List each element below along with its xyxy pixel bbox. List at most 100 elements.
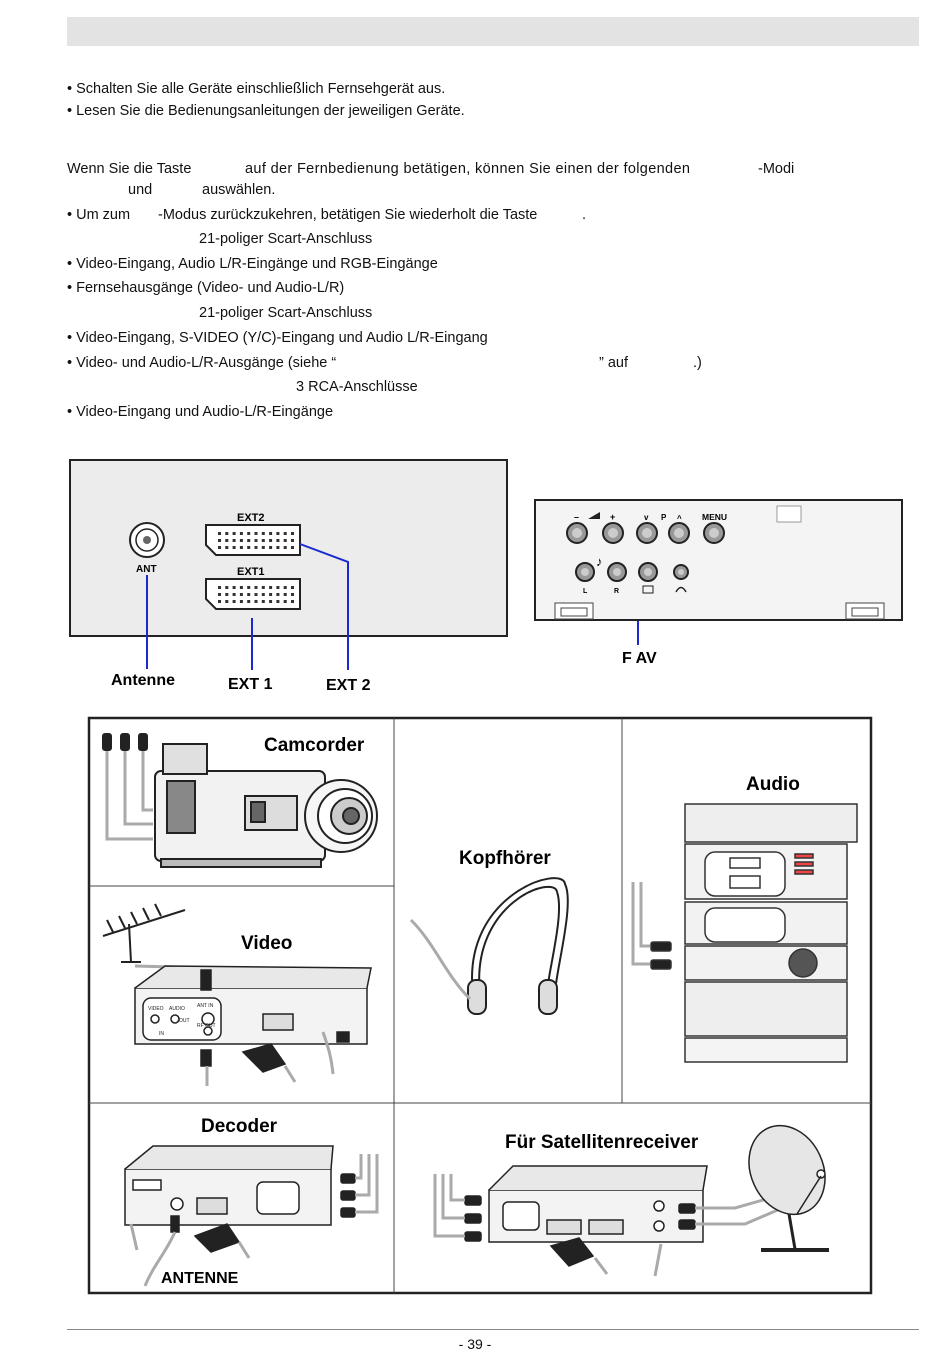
scart-pin — [283, 586, 287, 589]
satellite-label: Für Satellitenreceiver — [505, 1132, 699, 1153]
scart-pin — [261, 586, 265, 589]
scart-pin — [225, 532, 229, 535]
vcr-out-label: OUT — [179, 1018, 190, 1024]
btn-p-label: P — [661, 513, 667, 522]
headphones-icon — [409, 877, 569, 1015]
antenna-socket-icon — [129, 522, 165, 558]
scart-pin — [283, 593, 287, 596]
scart-pin — [276, 600, 280, 603]
ext1-heading: 21-poliger Scart-Anschluss — [199, 231, 373, 247]
scart-pin — [239, 586, 243, 589]
scart-pin — [232, 539, 236, 542]
scart-pin — [269, 600, 273, 603]
scart-pin — [291, 532, 294, 535]
scart-pin — [291, 539, 294, 542]
scart-pin — [261, 532, 265, 535]
scart-pin — [218, 600, 221, 603]
scart-pin — [291, 600, 294, 603]
btn-menu-label: MENU — [702, 512, 727, 522]
volume-icon — [588, 512, 600, 519]
scart-pin — [276, 532, 280, 535]
btn-down-label: v — [644, 513, 649, 522]
scart-pin — [247, 586, 251, 589]
vcr-in-label: IN — [159, 1031, 164, 1037]
scart-pin — [261, 539, 265, 542]
scart-pin — [247, 539, 251, 542]
footer-divider — [67, 1329, 919, 1330]
jack-r-label: R — [614, 588, 619, 595]
ext1-callout: EXT 1 — [228, 676, 273, 693]
scart-pin — [239, 593, 243, 596]
satellite-receiver-icon — [433, 1124, 829, 1277]
decoder-label: Decoder — [201, 1116, 278, 1137]
btn-minus-label: – — [574, 512, 579, 522]
intro-text-d: und — [128, 182, 153, 198]
scart-pin — [269, 539, 273, 542]
devices-grid: Camcorder Audio — [87, 716, 873, 1295]
scart-pin — [276, 546, 280, 549]
vcr-ant-in-label: ANT IN — [197, 1003, 214, 1009]
scart-pin — [247, 532, 251, 535]
scart-pin — [254, 600, 258, 603]
ext1-item-2: • Fernsehausgänge (Video- und Audio-L/R) — [67, 280, 345, 296]
scart-pin — [218, 539, 221, 542]
rear-panel-diagram: ANT EXT2 EXT1 Antenne EXT 1 EXT 2 — [69, 459, 508, 694]
vcr-rf-out-label: RF OUT — [197, 1023, 216, 1029]
intro-text-a: Wenn Sie die Taste — [67, 161, 192, 177]
scart-pin — [261, 600, 265, 603]
scart-pin — [232, 546, 236, 549]
scart-pin — [239, 600, 243, 603]
scart-pin — [247, 546, 251, 549]
scart-pin — [225, 593, 229, 596]
antenne-callout: Antenne — [111, 672, 175, 689]
fav-heading: 3 RCA-Anschlüsse — [296, 379, 418, 395]
satellite-dish-icon — [748, 1124, 829, 1252]
camcorder-icon — [102, 733, 378, 868]
scart-pin — [218, 546, 221, 549]
audio-system-icon — [631, 803, 858, 1063]
fav-callout: F AV — [622, 650, 657, 667]
music-note-icon: ♪ — [596, 554, 603, 569]
video-label: Video — [241, 933, 292, 954]
scart-pin — [276, 593, 280, 596]
scart-pin — [225, 586, 229, 589]
ext1-connector-label: EXT1 — [237, 566, 265, 578]
ext2-item-2a: • Video- und Audio-L/R-Ausgänge (siehe “ — [67, 355, 337, 371]
ext1-item-1: • Video-Eingang, Audio L/R-Eingänge und … — [67, 256, 438, 272]
tv-mode-b: -Modus zurückzukehren, betätigen Sie wie… — [158, 207, 538, 223]
scart-pin — [218, 586, 221, 589]
kopfhoerer-label: Kopfhörer — [459, 848, 551, 869]
scart-pin — [276, 539, 280, 542]
camcorder-label: Camcorder — [264, 735, 365, 756]
intro-text-e: auswählen. — [202, 182, 276, 198]
btn-up-label: ^ — [677, 514, 682, 523]
scart-pin — [232, 532, 236, 535]
scart-pin — [254, 593, 258, 596]
ext2-item-1: • Video-Eingang, S-VIDEO (Y/C)-Eingang u… — [67, 330, 488, 346]
vcr-video-label: VIDEO — [148, 1006, 164, 1012]
bullet-devices-off: • Schalten Sie alle Geräte einschließlic… — [67, 81, 446, 97]
scart-pin — [291, 586, 294, 589]
vcr-icon: VIDEO AUDIO ANT IN RF OUT IN OUT — [102, 903, 372, 1086]
scart-pin — [283, 539, 287, 542]
front-panel-diagram: – + v P ^ MENU ♪ L R F AV — [534, 499, 903, 667]
scart-pin — [261, 546, 265, 549]
scart-pin — [225, 600, 229, 603]
ext2-item-2b: ” auf — [599, 355, 629, 371]
scart-pin — [283, 600, 287, 603]
header-bar — [67, 17, 919, 46]
scart-pin — [254, 546, 258, 549]
scart-pin — [239, 539, 243, 542]
scart-pin — [239, 532, 243, 535]
scart-pin — [247, 593, 251, 596]
scart-pin — [283, 546, 287, 549]
page-number: - 39 - — [458, 1336, 492, 1352]
video-in-icon — [642, 585, 654, 594]
scart-pin — [291, 593, 294, 596]
scart-ext1-icon — [205, 578, 301, 610]
fav-item: • Video-Eingang und Audio-L/R-Eingänge — [67, 404, 334, 420]
scart-pin — [232, 593, 236, 596]
audio-label: Audio — [746, 774, 800, 795]
ext2-item-2c: .) — [693, 355, 702, 371]
decoder-icon — [124, 1145, 379, 1287]
